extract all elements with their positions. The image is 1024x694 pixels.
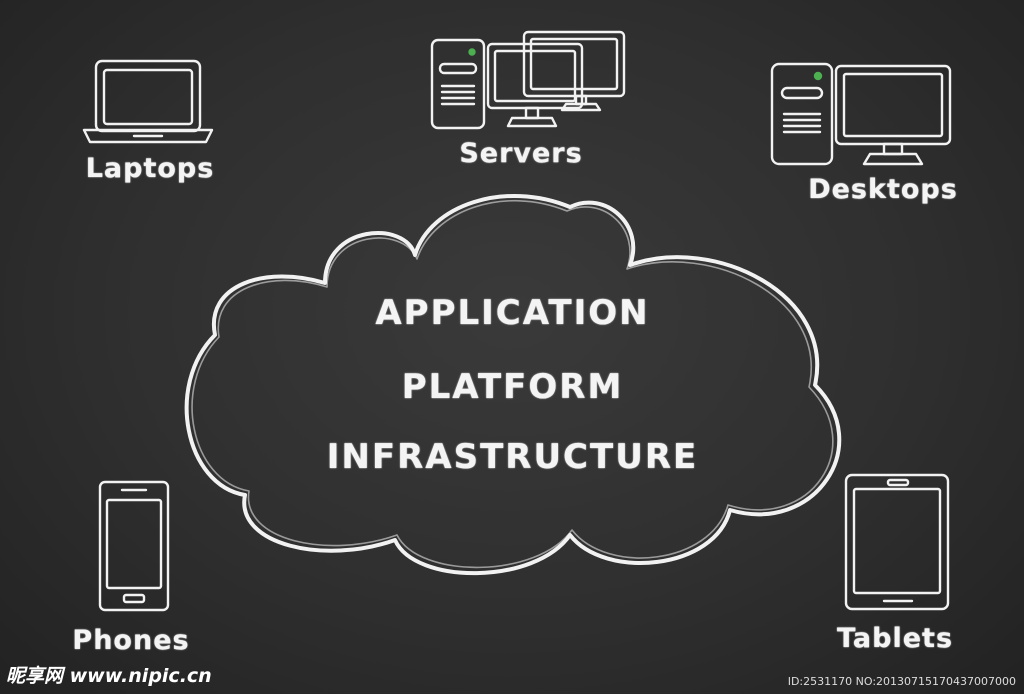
watermark-id: ID:2531170 NO:20130715170437007000 — [787, 675, 1016, 688]
desktop-icon — [770, 62, 954, 168]
label-desktops: Desktops — [808, 174, 958, 205]
watermark-logo: 昵享网 www.nipic.cn — [6, 665, 212, 687]
cloud-text-infrastructure: INFRASTRUCTURE — [326, 437, 699, 477]
label-servers: Servers — [459, 138, 583, 169]
label-laptops: Laptops — [85, 153, 215, 184]
label-phones: Phones — [72, 625, 190, 656]
phone-icon — [98, 480, 172, 614]
cloud-text-platform: PLATFORM — [401, 367, 624, 407]
label-tablets: Tablets — [836, 623, 954, 654]
cloud-icon: APPLICATION PLATFORM INFRASTRUCTURE — [175, 185, 850, 585]
tablet-icon — [844, 473, 952, 613]
server-icon — [430, 26, 630, 132]
cloud-text-application: APPLICATION — [375, 293, 650, 333]
laptop-icon — [82, 58, 214, 148]
